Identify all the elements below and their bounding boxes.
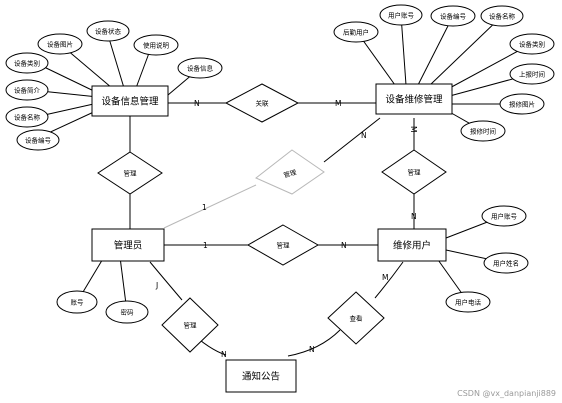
svg-text:后勤用户: 后勤用户: [343, 28, 369, 37]
svg-text:管理: 管理: [184, 321, 198, 330]
svg-text:设备编号: 设备编号: [25, 136, 52, 145]
svg-text:设备编号: 设备编号: [440, 12, 467, 21]
rel-manage-admin-user: 管理: [246, 224, 320, 266]
card-label: M: [335, 99, 341, 108]
rel-manage-notice: 管理: [161, 297, 219, 353]
repair-attributes: 后勤用户 用户账号 设备编号 设备名称 设备类别 上报时间 报修图片 报修时间: [333, 4, 555, 142]
svg-text:设备图片: 设备图片: [47, 40, 73, 49]
attr-ru-account: 用户账号: [481, 205, 527, 227]
cardinality-labels: N M M N N 1 1 N J N N M: [155, 99, 418, 359]
card-label: N: [309, 345, 315, 354]
svg-text:设备类别: 设备类别: [14, 59, 40, 68]
svg-text:设备名称: 设备名称: [489, 12, 516, 21]
svg-text:管理员: 管理员: [114, 240, 143, 252]
svg-text:设备状态: 设备状态: [95, 27, 122, 36]
svg-text:设备类别: 设备类别: [519, 40, 545, 49]
svg-text:上报时间: 上报时间: [519, 70, 545, 79]
svg-text:用户姓名: 用户姓名: [493, 259, 519, 268]
card-label: J: [155, 281, 158, 290]
attr-device-category: 设备类别: [5, 52, 49, 74]
card-label: N: [411, 212, 417, 221]
watermark: CSDN @vx_danpianji889: [457, 389, 556, 398]
svg-text:维修用户: 维修用户: [393, 240, 431, 252]
svg-text:使用说明: 使用说明: [143, 41, 170, 50]
svg-text:报修时间: 报修时间: [470, 127, 496, 136]
svg-text:账号: 账号: [71, 298, 85, 307]
svg-text:报修图片: 报修图片: [509, 100, 535, 109]
svg-text:设备维修管理: 设备维修管理: [385, 94, 443, 106]
rel-associate: 关联: [224, 83, 300, 123]
device-info-attributes: 设备类别 设备图片 设备状态 使用说明 设备信息 设备简介 设备名称 设备编号: [5, 20, 223, 151]
attr-device-intro: 设备简介: [5, 79, 49, 101]
svg-text:用户电话: 用户电话: [455, 298, 482, 307]
relationships: 关联 管理 管理 管理 管理 管理 查看: [97, 83, 447, 353]
entities: 设备信息管理 设备维修管理 管理员 维修用户 通知公告: [91, 83, 453, 393]
svg-text:用户账号: 用户账号: [491, 212, 518, 221]
svg-text:设备信息: 设备信息: [187, 64, 214, 73]
attr-repair-device-number: 设备编号: [430, 5, 476, 27]
attr-device-image: 设备图片: [37, 33, 83, 55]
rel-view-notice: 查看: [327, 291, 385, 345]
card-label: 1: [202, 203, 207, 212]
attr-account: 账号: [56, 290, 98, 314]
svg-text:查看: 查看: [350, 314, 364, 323]
svg-text:管理: 管理: [408, 168, 422, 177]
attr-password: 密码: [105, 300, 149, 324]
entity-repair-user: 维修用户: [377, 228, 447, 262]
svg-text:密码: 密码: [121, 308, 135, 317]
rel-manage-left: 管理: [97, 151, 163, 195]
attr-logistics-user: 后勤用户: [333, 21, 379, 43]
entity-device-info-mgmt: 设备信息管理: [91, 85, 169, 117]
card-label: 1: [203, 241, 208, 250]
svg-text:管理: 管理: [277, 241, 291, 250]
svg-text:设备简介: 设备简介: [14, 86, 41, 95]
card-label: N: [221, 350, 227, 359]
attr-repair-device-name: 设备名称: [480, 5, 524, 27]
entity-device-repair-mgmt: 设备维修管理: [375, 83, 453, 115]
repair-user-attributes: 用户账号 用户姓名 用户电话: [445, 205, 529, 313]
attr-usage-instructions: 使用说明: [133, 34, 179, 56]
attr-user-account: 用户账号: [379, 4, 423, 26]
attr-device-name: 设备名称: [5, 106, 49, 128]
svg-text:设备信息管理: 设备信息管理: [101, 96, 159, 108]
attr-repair-time: 报修时间: [460, 120, 506, 142]
rel-manage-right: 管理: [381, 149, 447, 195]
svg-text:管理: 管理: [124, 169, 138, 178]
attr-ru-phone: 用户电话: [445, 291, 491, 313]
attr-device-status: 设备状态: [86, 20, 130, 42]
card-label: M: [382, 273, 388, 282]
card-label: N: [361, 131, 367, 140]
svg-text:通知公告: 通知公告: [242, 371, 280, 383]
svg-text:管理: 管理: [282, 167, 297, 179]
rel-manage-center: 管理: [255, 149, 325, 195]
card-label: N: [341, 241, 347, 250]
svg-text:设备名称: 设备名称: [14, 113, 41, 122]
attr-report-time: 上报时间: [509, 63, 555, 85]
attr-device-info: 设备信息: [177, 57, 223, 79]
entity-notice: 通知公告: [225, 359, 297, 393]
entity-admin: 管理员: [91, 228, 165, 262]
attr-ru-name: 用户姓名: [483, 252, 529, 274]
svg-text:用户账号: 用户账号: [388, 11, 415, 20]
attr-repair-image: 报修图片: [499, 93, 545, 115]
attr-repair-device-category: 设备类别: [509, 33, 555, 55]
card-label: N: [194, 99, 200, 108]
admin-attributes: 账号 密码: [56, 290, 149, 324]
card-label: M: [409, 126, 418, 132]
attr-device-number: 设备编号: [16, 129, 60, 151]
svg-text:关联: 关联: [256, 99, 270, 108]
